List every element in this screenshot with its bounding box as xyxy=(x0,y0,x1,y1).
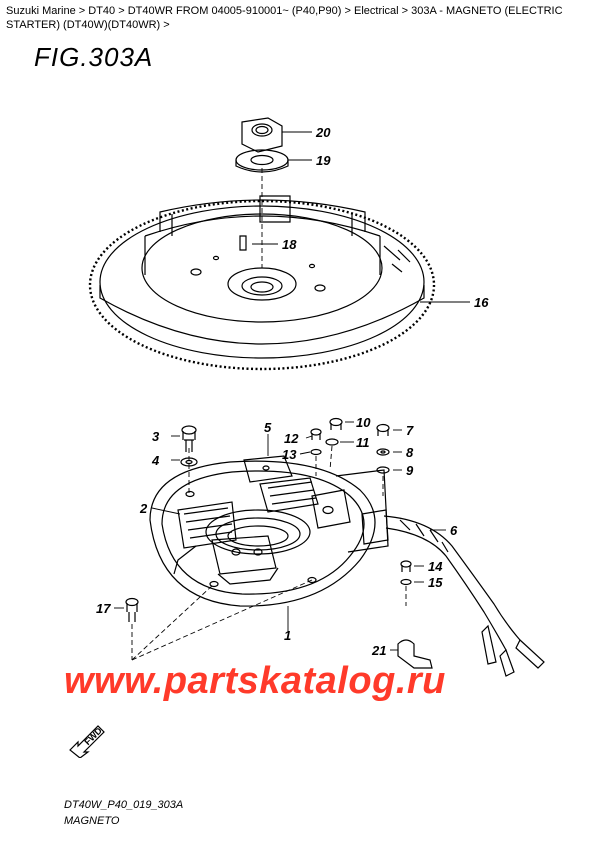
callout-7[interactable]: 7 xyxy=(406,423,414,438)
callout-9[interactable]: 9 xyxy=(406,463,414,478)
callout-19[interactable]: 19 xyxy=(316,153,331,168)
breadcrumb-link-magneto[interactable]: 303A - MAGNETO (ELECTRIC STARTER) (DT40W… xyxy=(6,5,563,31)
breadcrumb-separator: > xyxy=(344,5,351,17)
callout-14[interactable]: 14 xyxy=(428,559,443,574)
callout-17[interactable]: 17 xyxy=(96,601,111,616)
flywheel-part[interactable] xyxy=(88,195,436,371)
callout-12[interactable]: 12 xyxy=(284,431,299,446)
breadcrumb-separator: > xyxy=(118,5,125,17)
nut-part[interactable] xyxy=(241,117,283,153)
callout-1[interactable]: 1 xyxy=(284,628,291,643)
breadcrumb: Suzuki Marine > DT40 > DT40WR FROM 04005… xyxy=(6,4,594,32)
callout-16[interactable]: 16 xyxy=(474,295,489,310)
figure-name: MAGNETO xyxy=(64,815,120,827)
callout-2[interactable]: 2 xyxy=(139,501,148,516)
callout-10[interactable]: 10 xyxy=(356,415,371,430)
wire-harness-part[interactable] xyxy=(383,515,545,677)
callout-15[interactable]: 15 xyxy=(428,575,443,590)
exciter-coil-part[interactable] xyxy=(211,535,279,585)
washer-11[interactable] xyxy=(325,438,339,446)
bracket-part[interactable] xyxy=(311,469,389,553)
stator-base-part[interactable] xyxy=(149,460,376,607)
screw-7[interactable] xyxy=(376,423,390,437)
callout-13[interactable]: 13 xyxy=(282,447,297,462)
washer-9[interactable] xyxy=(376,466,390,474)
screw-17[interactable] xyxy=(125,597,139,623)
washer-15[interactable] xyxy=(400,578,412,586)
callout-21[interactable]: 21 xyxy=(371,643,386,658)
figure-title: FIG.303A xyxy=(34,42,154,72)
callout-4[interactable]: 4 xyxy=(151,453,160,468)
charge-coil-part[interactable] xyxy=(177,501,237,549)
assembly-lines xyxy=(131,168,407,661)
screw-12[interactable] xyxy=(310,428,322,440)
breadcrumb-link-dt40wr[interactable]: DT40WR FROM 04005-910001~ (P40,P90) xyxy=(127,5,342,17)
callout-8[interactable]: 8 xyxy=(406,445,414,460)
callout-6[interactable]: 6 xyxy=(450,523,458,538)
washer-8[interactable] xyxy=(376,448,390,456)
breadcrumb-separator: > xyxy=(163,19,170,31)
breadcrumb-link-suzuki-marine[interactable]: Suzuki Marine xyxy=(6,5,76,17)
fwd-arrow-icon: FWD xyxy=(69,725,105,758)
callout-labels: 20 19 18 16 3 4 2 5 6 7 8 9 10 11 12 13 … xyxy=(96,125,489,658)
breadcrumb-separator: > xyxy=(78,5,86,17)
leader-lines xyxy=(114,131,470,651)
callout-5[interactable]: 5 xyxy=(264,420,272,435)
screw-3[interactable] xyxy=(181,425,197,452)
pulser-coil-part[interactable] xyxy=(243,455,319,513)
clamp-part[interactable] xyxy=(397,639,433,669)
callout-18[interactable]: 18 xyxy=(282,237,297,252)
callout-11[interactable]: 11 xyxy=(356,435,370,450)
screw-10[interactable] xyxy=(329,417,343,431)
breadcrumb-separator: > xyxy=(401,5,409,17)
figure-code: DT40W_P40_019_303A xyxy=(64,799,184,811)
callout-3[interactable]: 3 xyxy=(152,429,160,444)
watermark: www.partskatalog.ru xyxy=(64,660,446,702)
callout-20[interactable]: 20 xyxy=(315,125,331,140)
washer-13[interactable] xyxy=(310,448,322,456)
breadcrumb-link-electrical[interactable]: Electrical xyxy=(353,5,399,17)
breadcrumb-link-dt40[interactable]: DT40 xyxy=(88,5,116,17)
screw-14[interactable] xyxy=(400,560,412,572)
